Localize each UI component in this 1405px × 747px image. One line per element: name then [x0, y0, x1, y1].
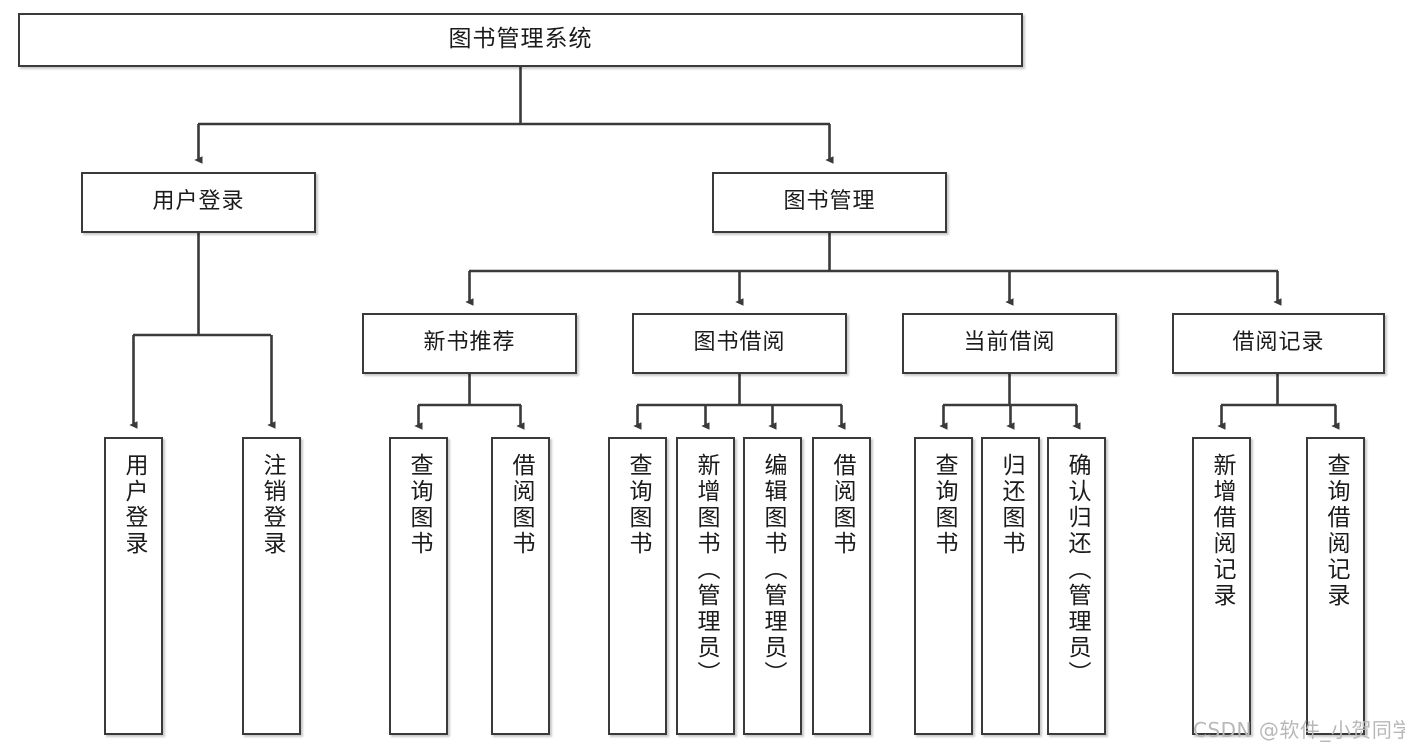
node-root[interactable]: 图书管理系统 [18, 13, 1023, 67]
node-root-label: 图书管理系统 [448, 26, 593, 53]
node-new-book-recommend[interactable]: 新书推荐 [362, 313, 577, 374]
node-leaf-edit-book-label: 编辑图书（管理员） [760, 453, 786, 687]
node-leaf-return-book[interactable]: 归还图书 [981, 437, 1040, 735]
node-user-login-label: 用户登录 [152, 189, 245, 215]
node-leaf-edit-book[interactable]: 编辑图书（管理员） [743, 437, 802, 735]
node-leaf-query-book-1-label: 查询图书 [406, 453, 432, 557]
node-book-management-label: 图书管理 [783, 189, 876, 215]
node-leaf-query-record-label: 查询借阅记录 [1323, 453, 1349, 609]
node-leaf-return-book-label: 归还图书 [998, 453, 1024, 557]
node-book-borrow[interactable]: 图书借阅 [632, 313, 847, 374]
node-leaf-query-book-2-label: 查询图书 [625, 453, 651, 557]
node-leaf-borrow-book-2[interactable]: 借阅图书 [812, 437, 871, 735]
node-leaf-user-login-label: 用户登录 [121, 453, 147, 557]
node-leaf-add-book[interactable]: 新增图书（管理员） [676, 437, 735, 735]
node-leaf-query-book-2[interactable]: 查询图书 [608, 437, 667, 735]
node-book-management[interactable]: 图书管理 [712, 172, 947, 233]
node-user-login[interactable]: 用户登录 [81, 172, 316, 233]
node-leaf-query-book-1[interactable]: 查询图书 [389, 437, 448, 735]
watermark: CSDN @软件_小贺同学 [1193, 718, 1405, 742]
node-leaf-add-book-label: 新增图书（管理员） [693, 453, 719, 687]
node-leaf-borrow-book-1-label: 借阅图书 [508, 453, 534, 557]
node-leaf-logout-login-label: 注销登录 [259, 453, 285, 557]
node-leaf-borrow-book-2-label: 借阅图书 [829, 453, 855, 557]
node-leaf-add-record[interactable]: 新增借阅记录 [1192, 437, 1251, 735]
node-borrow-record[interactable]: 借阅记录 [1172, 313, 1385, 374]
node-leaf-logout-login[interactable]: 注销登录 [242, 437, 301, 735]
node-book-borrow-label: 图书借阅 [693, 330, 786, 356]
node-leaf-borrow-book-1[interactable]: 借阅图书 [491, 437, 550, 735]
node-leaf-user-login[interactable]: 用户登录 [104, 437, 163, 735]
node-leaf-add-record-label: 新增借阅记录 [1209, 453, 1235, 609]
node-borrow-record-label: 借阅记录 [1232, 330, 1325, 356]
node-leaf-confirm-return[interactable]: 确认归还（管理员） [1047, 437, 1106, 735]
node-leaf-confirm-return-label: 确认归还（管理员） [1064, 453, 1090, 687]
node-leaf-query-record[interactable]: 查询借阅记录 [1306, 437, 1365, 735]
node-leaf-query-book-3-label: 查询图书 [931, 453, 957, 557]
node-new-book-recommend-label: 新书推荐 [423, 330, 516, 356]
node-current-borrow[interactable]: 当前借阅 [902, 313, 1117, 374]
node-leaf-query-book-3[interactable]: 查询图书 [914, 437, 973, 735]
node-current-borrow-label: 当前借阅 [963, 330, 1056, 356]
